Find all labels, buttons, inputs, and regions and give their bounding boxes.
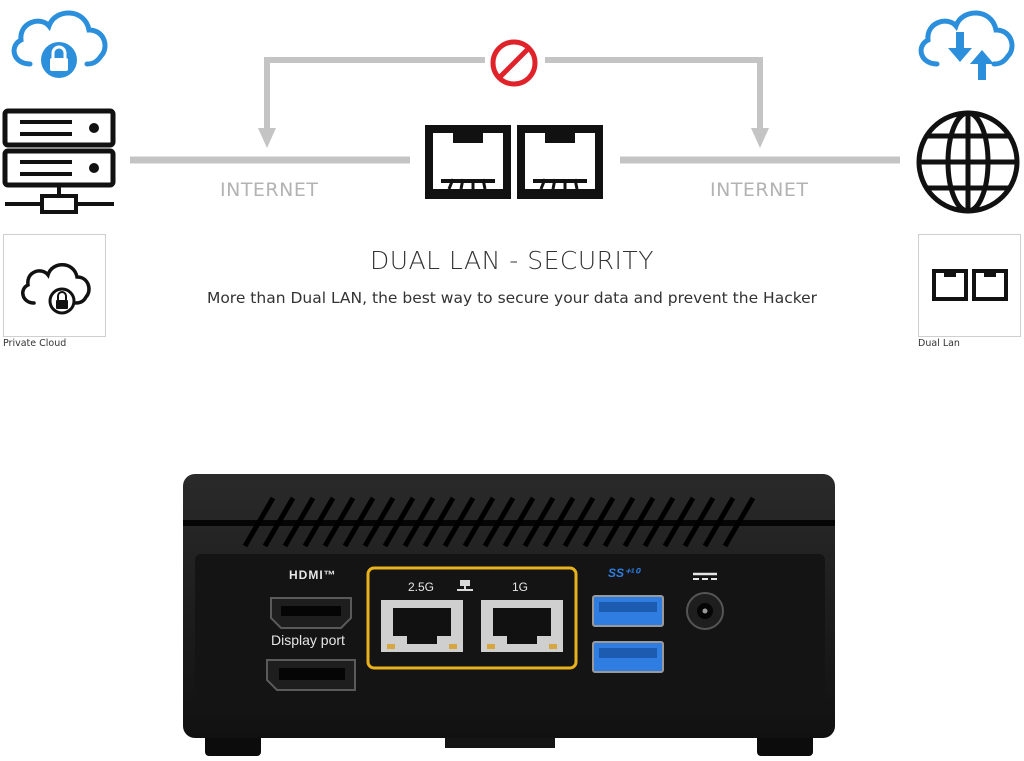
private-cloud-card: [3, 234, 106, 337]
usb-ss10-label: SS⁺¹⁰: [608, 566, 640, 580]
lan-1g-label: 1G: [512, 580, 529, 594]
private-cloud-caption: Private Cloud: [3, 338, 67, 349]
lan-2-5g-label: 2.5G: [408, 580, 435, 594]
arrow-down-left: [258, 128, 276, 148]
dual-lan-card: [918, 234, 1021, 337]
mini-pc-device: [183, 474, 835, 756]
cloud-lock-icon: [11, 10, 108, 78]
lan-port-small-icon: [932, 269, 1008, 301]
top-line-left: [264, 57, 485, 135]
hdmi-label: HDMI™: [289, 568, 337, 582]
server-icon: [2, 108, 116, 214]
arrow-down-right: [751, 128, 769, 148]
cloud-lock-outline-icon: [21, 263, 91, 315]
lan-port-icon: [425, 125, 603, 199]
top-line-right: [545, 57, 763, 135]
display-port-label: Display port: [271, 632, 345, 648]
cloud-download-upload-icon: [918, 10, 1015, 80]
network-lines: [130, 57, 900, 164]
page-title: DUAL LAN - SECURITY: [370, 246, 654, 275]
dual-lan-caption: Dual Lan: [918, 338, 960, 349]
internet-label-right: INTERNET: [710, 179, 809, 201]
globe-icon: [916, 110, 1020, 214]
block-icon: [490, 39, 538, 87]
page-subtitle: More than Dual LAN, the best way to secu…: [206, 289, 818, 307]
internet-label-left: INTERNET: [220, 179, 319, 201]
